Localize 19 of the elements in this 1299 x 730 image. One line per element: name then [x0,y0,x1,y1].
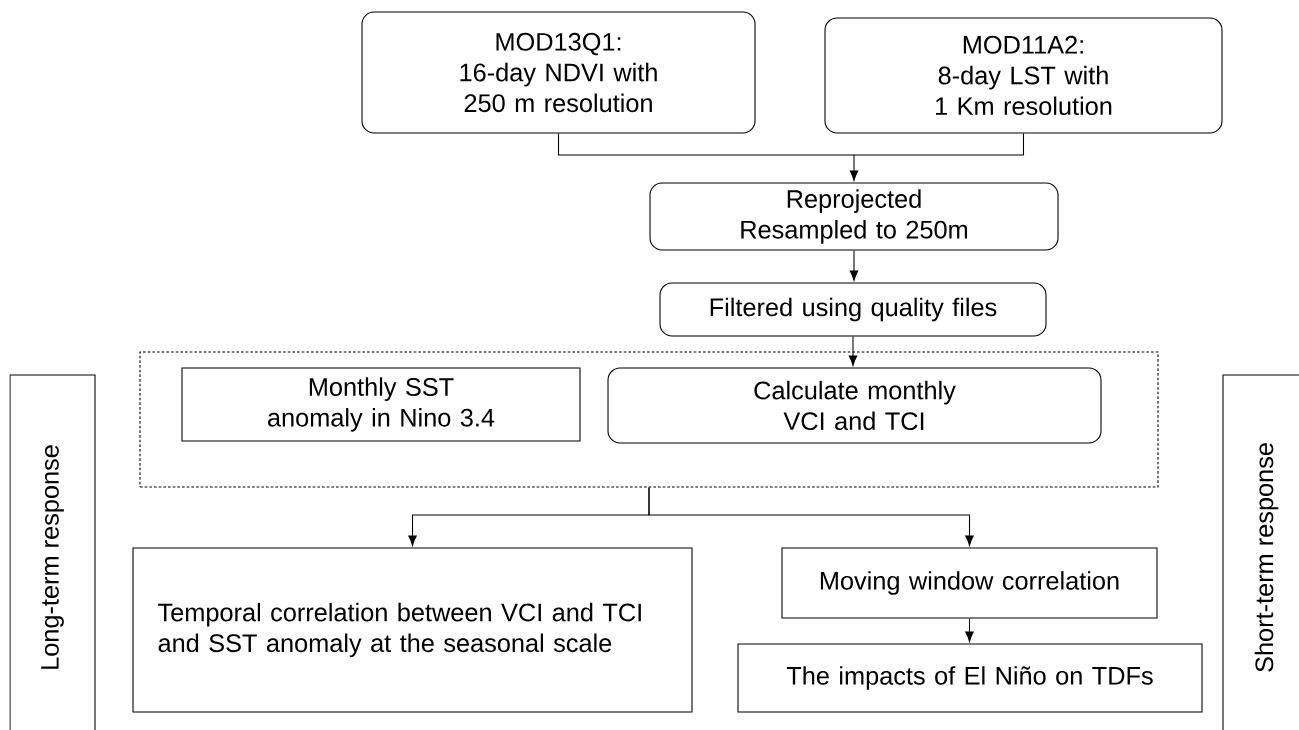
arrow [849,154,859,181]
group-frame [139,351,1159,488]
process-box: Moving window correlation [781,547,1158,619]
arrow [849,250,859,281]
data-box: MOD13Q1: 16-day NDVI with 250 m resolution [361,11,756,134]
arrow [965,618,974,642]
data-box: Monthly SST anomaly in Nino 3.4 [181,367,581,442]
connector-line [558,133,855,156]
side-label-box: Short-term response [1222,374,1299,730]
arrow [648,487,974,546]
result-box: Temporal correlation between VCI and TCI and SST anomaly at the seasonal scale [132,547,693,713]
process-box: Calculate monthly VCI and TCI [607,367,1102,444]
side-label-box: Long-term response [9,374,96,730]
process-box: Filtered using quality files [659,282,1047,337]
process-box: Reprojected Resampled to 250m [649,182,1059,251]
result-box: The impacts of El Niño on TDFs [737,643,1203,713]
data-box: MOD11A2: 8-day LST with 1 Km resolution [824,17,1223,134]
arrow [848,336,858,366]
connector-line [853,133,1025,156]
